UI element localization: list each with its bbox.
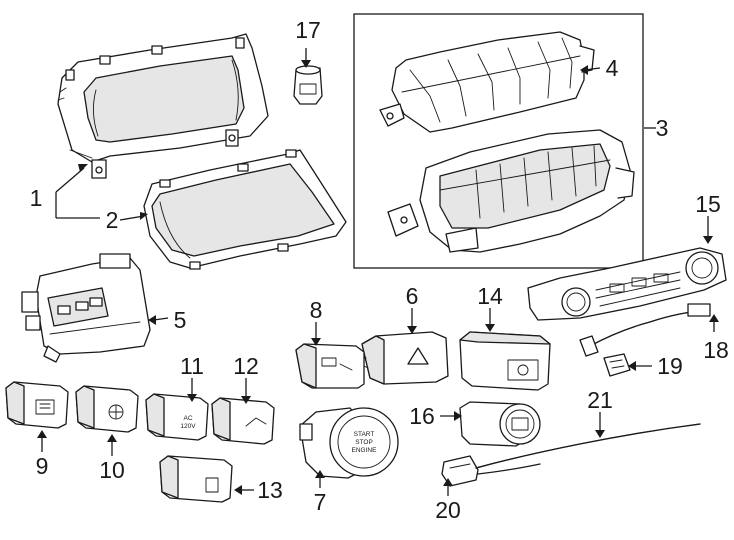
callout-5: 5 (174, 307, 187, 333)
start-label-line2: STOP (355, 439, 373, 446)
sensor-hose[interactable] (579, 303, 711, 357)
instrument-cluster[interactable] (57, 33, 269, 179)
start-label-line1: START (354, 431, 375, 438)
callout-16: 16 (409, 403, 435, 429)
assembly-box-3 (353, 13, 644, 269)
switch-16[interactable] (459, 401, 541, 447)
switch-14[interactable] (459, 331, 551, 391)
switch-9[interactable] (5, 381, 69, 429)
switch-8[interactable] (295, 343, 365, 389)
callout-2: 2 (106, 207, 119, 233)
climate-control-panel[interactable] (527, 247, 727, 321)
callout-6: 6 (406, 283, 419, 309)
socket-17[interactable] (293, 65, 323, 105)
callout-21: 21 (587, 387, 613, 413)
callout-7: 7 (314, 489, 327, 515)
ac-label-line2: 120V (180, 423, 196, 430)
switch-12[interactable] (211, 397, 275, 445)
callout-15: 15 (695, 191, 721, 217)
leader-lines (37, 48, 719, 496)
hvac-lower-case[interactable] (387, 129, 635, 253)
start-label-line3: ENGINE (352, 447, 378, 454)
callout-10: 10 (99, 457, 125, 483)
switch-13[interactable] (159, 455, 233, 503)
callout-1: 1 (30, 185, 43, 211)
callout-11: 11 (180, 353, 204, 379)
callout-17: 17 (295, 17, 321, 43)
cluster-lens[interactable] (143, 149, 347, 270)
wire-harness[interactable] (475, 423, 701, 475)
callout-19: 19 (657, 353, 683, 379)
ac-label-line1: AC (183, 415, 192, 422)
callout-12: 12 (233, 353, 259, 379)
switch-panel[interactable] (21, 253, 151, 363)
callout-13: 13 (257, 477, 283, 503)
callout-3: 3 (656, 115, 669, 141)
callout-8: 8 (310, 297, 323, 323)
hvac-upper-case[interactable] (379, 31, 595, 133)
callout-14: 14 (477, 283, 503, 309)
start-stop-switch[interactable]: START STOP ENGINE (299, 407, 399, 479)
switch-10[interactable] (75, 385, 139, 433)
connector-20[interactable] (441, 455, 479, 487)
callout-9: 9 (36, 453, 49, 479)
callout-numbers: 1 2 3 4 5 6 7 8 9 10 11 12 13 14 15 16 1… (30, 17, 729, 523)
callout-20: 20 (435, 497, 461, 523)
callout-4: 4 (606, 55, 619, 81)
hazard-switch[interactable] (359, 331, 449, 385)
switch-ac-120v[interactable]: AC 120V (145, 393, 209, 441)
connector-19[interactable] (603, 353, 631, 377)
callout-18: 18 (703, 337, 729, 363)
